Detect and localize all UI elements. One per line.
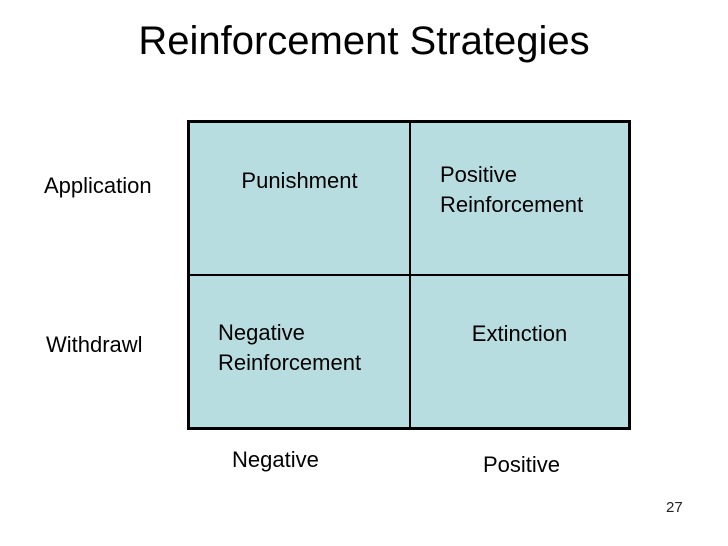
cell-punishment: Punishment: [190, 123, 411, 276]
cell-label-line1: Negative: [218, 320, 305, 345]
column-label-negative: Negative: [232, 447, 319, 472]
column-label-positive: Positive: [483, 452, 561, 477]
cell-label-line2: Reinforcement: [218, 350, 362, 375]
cell-label-line2: Reinforcement: [440, 192, 584, 217]
row-label-withdrawl: Withdrawl: [46, 332, 143, 357]
cell-negative-reinforcement: Negative Reinforcement: [190, 276, 411, 427]
cell-label-line1: Positive: [440, 162, 518, 187]
cell-label: Punishment: [241, 168, 358, 193]
page-number: 27: [666, 499, 683, 516]
quadrant-matrix: Punishment Positive Reinforcement Negati…: [187, 120, 631, 430]
slide-title: Reinforcement Strategies: [138, 19, 590, 63]
cell-extinction: Extinction: [411, 276, 628, 427]
row-label-application: Application: [44, 173, 152, 198]
cell-positive-reinforcement: Positive Reinforcement: [411, 123, 628, 276]
cell-label: Extinction: [471, 321, 568, 346]
